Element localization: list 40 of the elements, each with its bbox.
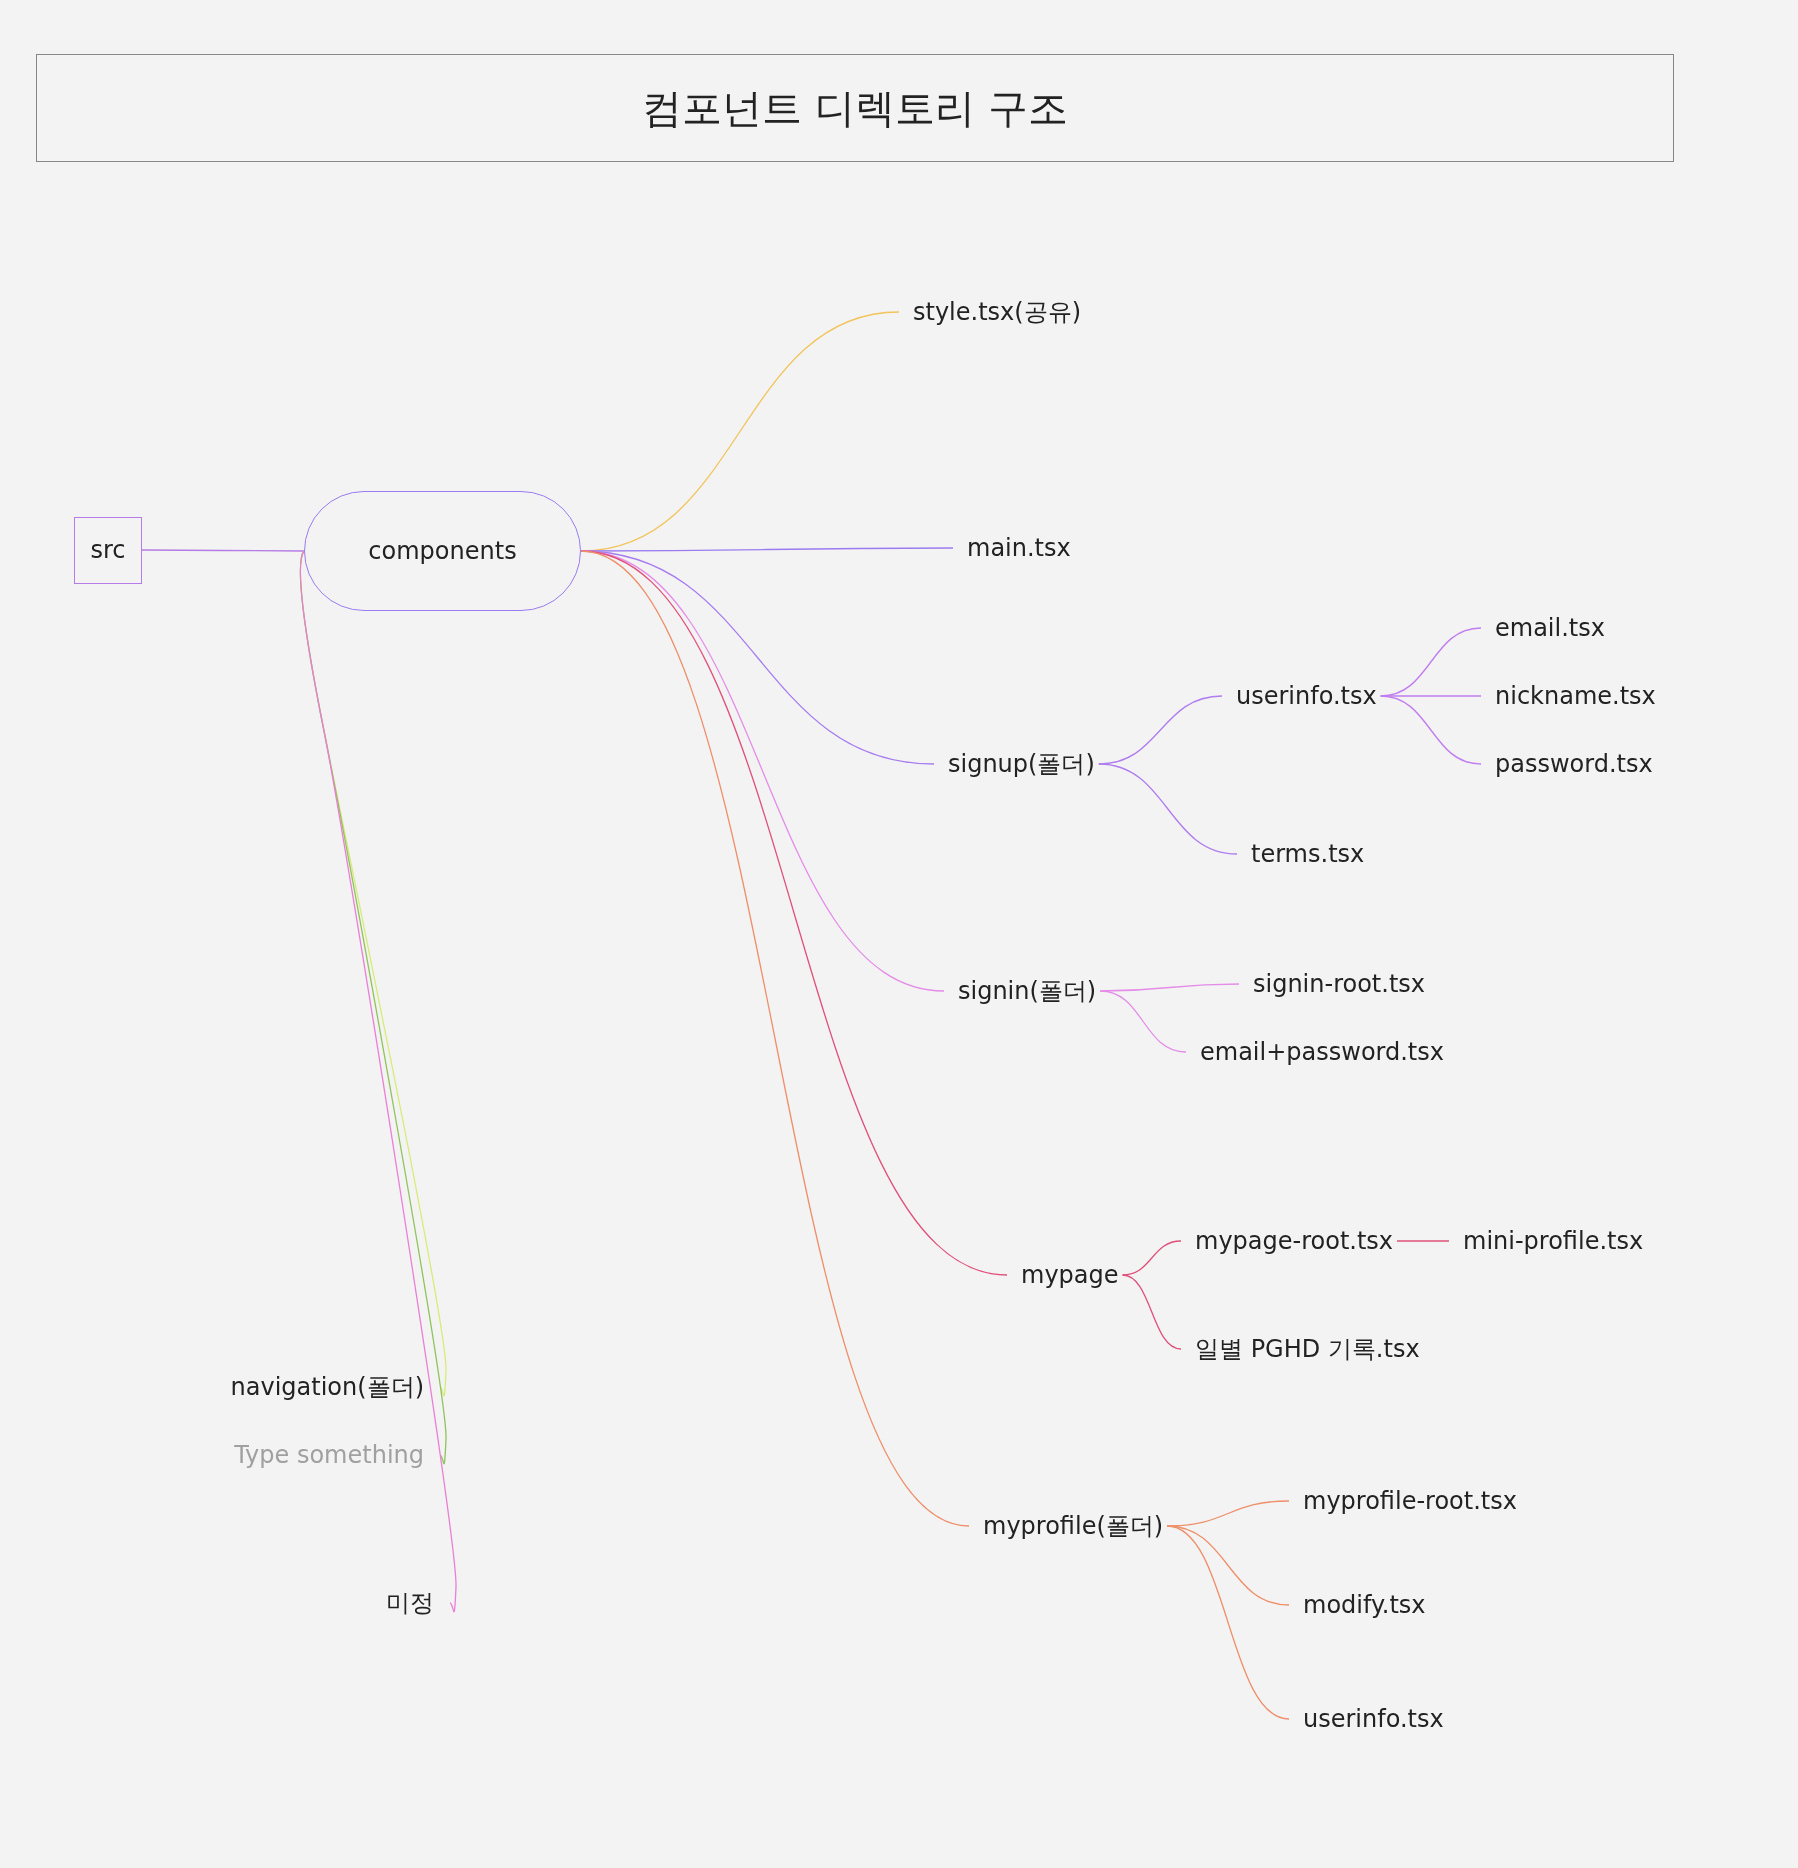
branch-line [1099, 990, 1187, 1053]
root-box [74, 516, 142, 584]
file-label: main.tsx [967, 534, 1071, 562]
file-label: terms.tsx [1251, 840, 1365, 868]
file-label: modify.tsx [1303, 1591, 1426, 1619]
file-label: email+password.tsx [1200, 1038, 1444, 1066]
file-label: mypage [1021, 1261, 1119, 1289]
file-label: signup(폴더) [948, 750, 1095, 778]
file-label: src [90, 535, 126, 566]
file-label: 일별 PGHD 기록.tsx [1195, 1335, 1420, 1363]
file-label: userinfo.tsx [1236, 682, 1377, 710]
branch-line [1380, 695, 1482, 697]
file-label: components [368, 536, 517, 567]
branch-line [1380, 695, 1482, 765]
branch-line [1098, 763, 1238, 855]
file-label: mypage-root.tsx [1195, 1227, 1394, 1255]
placeholder-text: Type something [234, 1441, 424, 1469]
branch-line [580, 550, 1008, 1276]
file-label: password.tsx [1495, 750, 1653, 778]
branch-line [1099, 983, 1240, 992]
branch-line [1121, 1240, 1182, 1276]
file-label: 미정 [386, 1589, 434, 1617]
file-label: style.tsx(공유) [913, 298, 1082, 326]
file-label: signin(폴더) [958, 977, 1097, 1005]
file-label: mini-profile.tsx [1463, 1227, 1644, 1255]
branch-line [580, 550, 970, 1527]
file-label: email.tsx [1495, 614, 1605, 642]
file-label: signin-root.tsx [1253, 970, 1426, 998]
file-label: nickname.tsx [1495, 682, 1656, 710]
branch-line [1166, 1500, 1290, 1527]
file-label: myprofile-root.tsx [1303, 1487, 1517, 1515]
file-label: myprofile(폴더) [983, 1512, 1164, 1540]
file-label: userinfo.tsx [1303, 1705, 1444, 1733]
title: 컴포넌트 디렉토리 구조 [642, 83, 1068, 133]
file-label: navigation(폴더) [230, 1373, 424, 1401]
branch-line [1396, 1240, 1450, 1242]
branch-line [1121, 1274, 1182, 1350]
branch-line [141, 549, 305, 552]
branch-line [299, 550, 457, 1613]
branch-line [1166, 1525, 1290, 1720]
